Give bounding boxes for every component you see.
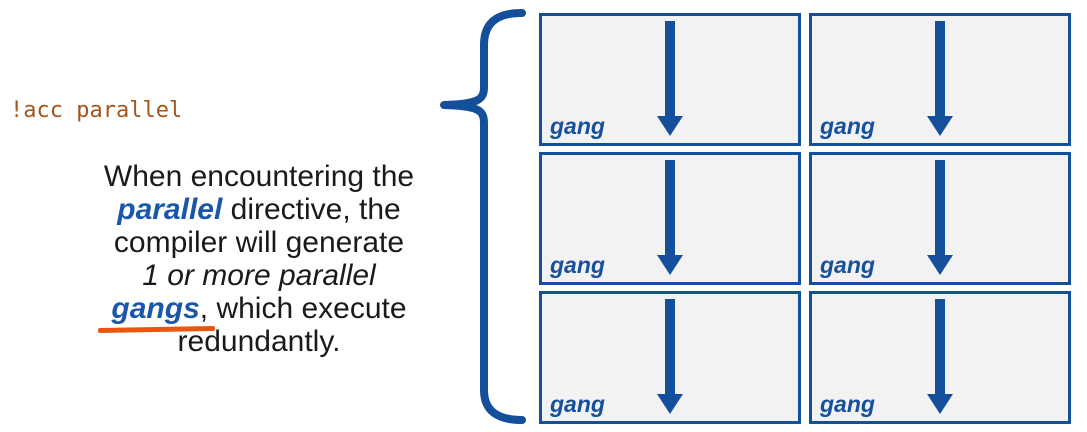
gang-box-4: gang [809,152,1071,285]
keyword-parallel: parallel [117,193,223,226]
gang-label: gang [550,391,605,417]
curly-brace-icon [440,9,526,424]
gang-box-5: gang [539,291,801,424]
gang-label: gang [820,391,875,417]
gang-label: gang [820,113,875,139]
gang-label: gang [820,252,875,278]
gang-box-6: gang [809,291,1071,424]
caption-text: When encountering the parallel directive… [18,160,500,358]
gang-label: gang [550,113,605,139]
caption-line-5: gangs, which execute [18,292,500,325]
caption-line-2: parallel directive, the [18,193,500,226]
gang-box-1: gang [539,13,801,146]
caption-line-2-rest: directive, the [222,193,401,226]
caption-line-1: When encountering the [103,160,415,193]
caption-line-3: compiler will generate [113,226,405,259]
gang-box-3: gang [539,152,801,285]
caption-line-6: redundantly. [177,325,341,358]
gang-label: gang [550,252,605,278]
acc-parallel-directive-code: !acc parallel [10,98,183,123]
gang-box-2: gang [809,13,1071,146]
keyword-gangs: gangs [111,292,200,325]
gang-grid: gang gang gang gang [539,13,1071,424]
caption-line-5-rest: , which execute [199,292,407,325]
caption-line-4: 1 or more parallel [142,259,376,292]
